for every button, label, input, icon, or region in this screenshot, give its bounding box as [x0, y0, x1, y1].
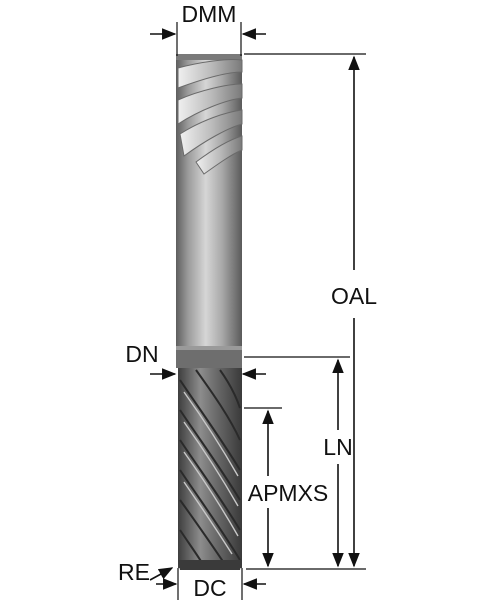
tool-shank-top-edge [176, 54, 242, 60]
dn-label: DN [125, 341, 158, 367]
flute-highlights [183, 391, 239, 555]
tool-tip [178, 560, 242, 570]
apmxs-label: APMXS [248, 480, 329, 506]
dc-dimension: DC [156, 568, 266, 600]
dmm-label: DMM [182, 1, 237, 27]
re-label: RE [118, 559, 150, 585]
ln-label: LN [323, 434, 352, 460]
apmxs-dimension: APMXS [244, 407, 329, 568]
re-dimension: RE [118, 559, 174, 585]
dmm-dimension: DMM [150, 1, 266, 56]
tool-neck [176, 346, 242, 368]
oal-dimension: OAL [244, 53, 377, 570]
ln-dimension: LN [244, 356, 353, 568]
oal-label: OAL [331, 283, 377, 309]
shank-grooves [177, 59, 243, 175]
dn-dimension: DN [125, 341, 266, 380]
end-mill-tool [176, 54, 243, 570]
tool-flutes [178, 368, 242, 568]
dc-label: DC [193, 575, 226, 600]
